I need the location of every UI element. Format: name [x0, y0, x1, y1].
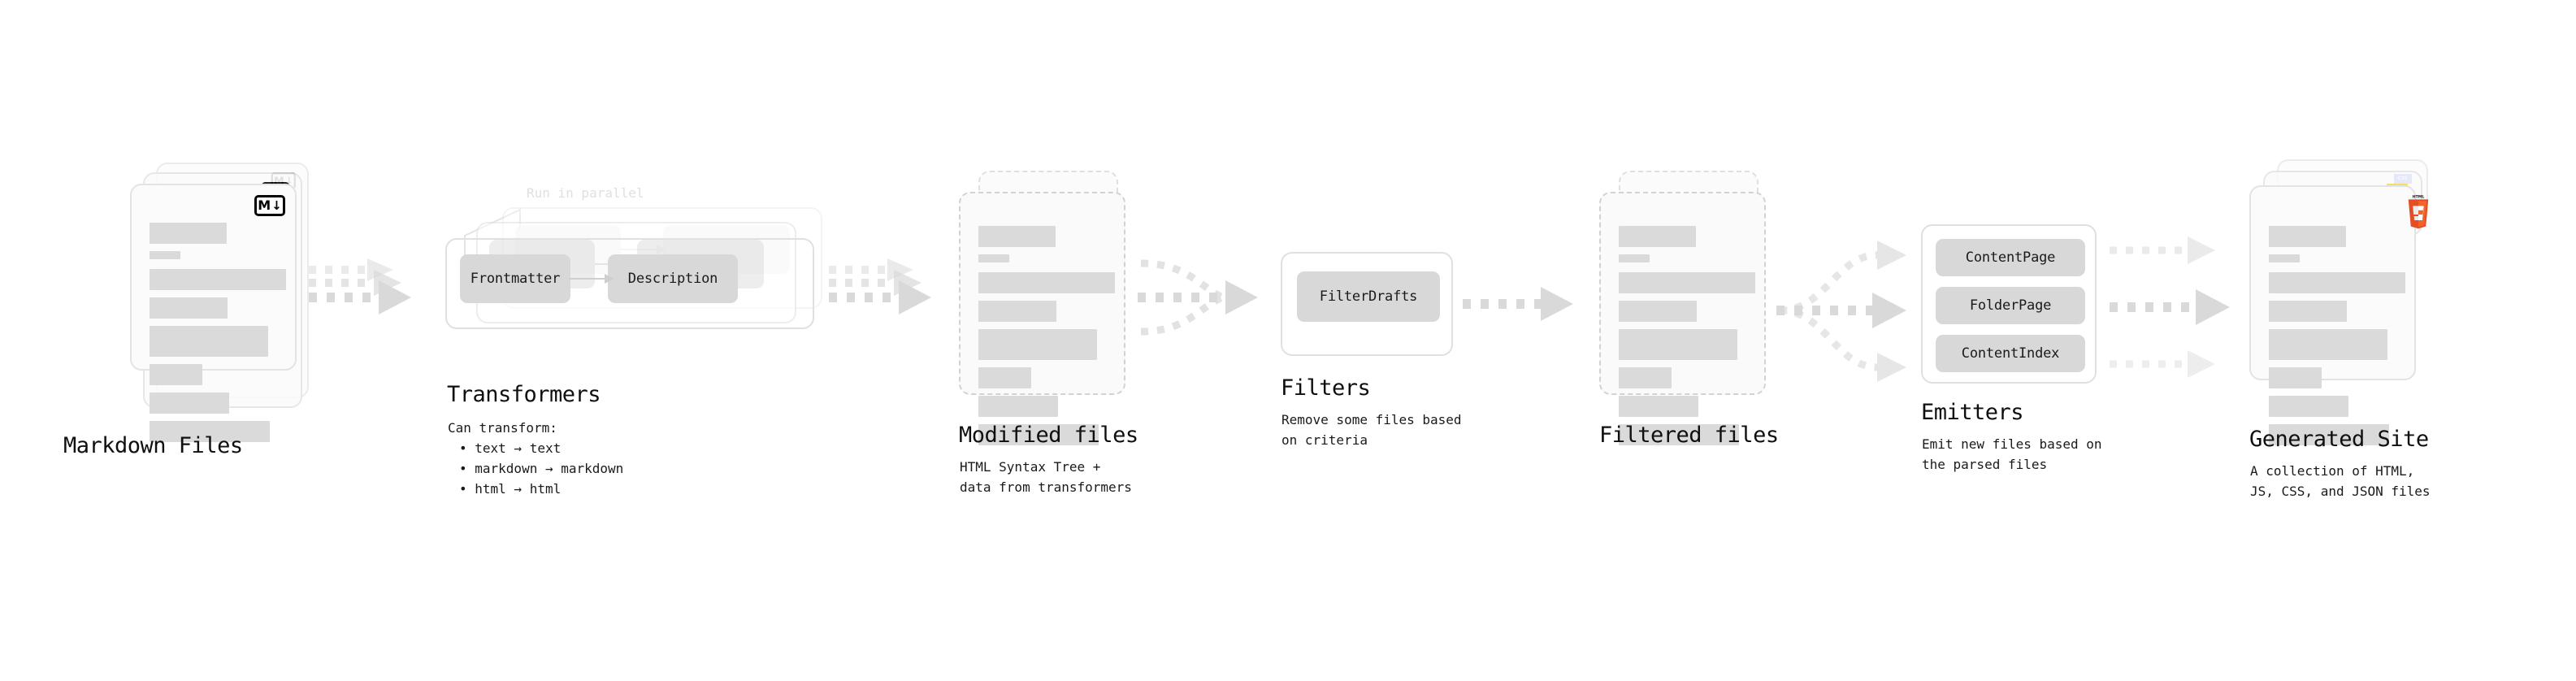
- content-bar: [2269, 226, 2346, 247]
- content-bar: [1619, 396, 1698, 417]
- markdown-card-front: M↓: [130, 184, 297, 442]
- content-bar: [2269, 396, 2348, 417]
- connector-modified-to-filters: [1138, 259, 1258, 336]
- content-bar: [2269, 301, 2347, 322]
- generated-site-stack: CSS HTML: [2249, 159, 2452, 445]
- modified-files-stack: [959, 171, 1146, 447]
- markdown-icon: M↓: [254, 195, 285, 216]
- content-bar: [2269, 424, 2389, 445]
- transformers-bullet-2: • html → html: [459, 480, 562, 497]
- connector-transformers-to-modified: [829, 258, 931, 314]
- transformer-chip-frontmatter[interactable]: Frontmatter: [460, 254, 570, 303]
- content-bar: [1619, 301, 1697, 322]
- content-bar: [978, 329, 1097, 360]
- connector-filtered-to-emitters: [1776, 241, 1906, 382]
- transformers-subtitle: Can transform:: [448, 420, 557, 436]
- modified-card-front: [959, 192, 1125, 445]
- content-bar: [1619, 367, 1672, 388]
- content-bar: [150, 421, 270, 442]
- emitters-chip-contentpage[interactable]: ContentPage: [1936, 239, 2085, 276]
- content-bar: [150, 251, 180, 259]
- filters-box: FilterDrafts: [1281, 252, 1453, 356]
- transformer-card-front: [445, 238, 814, 329]
- run-in-parallel-label: Run in parallel: [527, 185, 644, 201]
- content-bar: [2269, 329, 2387, 360]
- emitters-chip-contentindex-label: ContentIndex: [1961, 345, 2060, 362]
- transformers-title: Transformers: [447, 382, 601, 407]
- emitters-chip-contentpage-label: ContentPage: [1965, 249, 2056, 266]
- emitters-chip-contentindex[interactable]: ContentIndex: [1936, 335, 2085, 372]
- emitters-box: ContentPage FolderPage ContentIndex: [1921, 224, 2097, 384]
- transformer-inner-arrow: [569, 274, 614, 284]
- filters-chip-filterdrafts[interactable]: FilterDrafts: [1297, 271, 1440, 322]
- content-bar: [2269, 367, 2322, 388]
- content-bar: [978, 301, 1056, 322]
- filters-subtitle: Remove some files based on criteria: [1281, 412, 1462, 448]
- transformer-chip-description-label: Description: [627, 271, 718, 287]
- emitters-chip-folderpage[interactable]: FolderPage: [1936, 287, 2085, 324]
- content-bar: [150, 364, 202, 385]
- filters-title: Filters: [1281, 375, 1371, 401]
- markdown-content-lines: [150, 223, 286, 449]
- transformer-chip-frontmatter-label: Frontmatter: [470, 271, 561, 287]
- content-bar: [2269, 272, 2405, 293]
- content-bar: [150, 393, 229, 414]
- markdown-files-title: Markdown Files: [63, 433, 243, 458]
- markdown-files-stack: M↓ M↓ M↓: [130, 163, 325, 442]
- content-bar: [978, 396, 1058, 417]
- modified-files-subtitle: HTML Syntax Tree + data from transformer…: [960, 459, 1132, 495]
- transformers-bullet-0: • text → text: [459, 440, 562, 456]
- modified-files-title: Modified files: [959, 423, 1138, 448]
- content-bar: [978, 272, 1115, 293]
- filtered-content-lines: [1619, 226, 1755, 453]
- markdown-badge-letter: M: [258, 197, 271, 213]
- svg-text:HTML: HTML: [2413, 195, 2425, 200]
- emitters-subtitle: Emit new files based on the parsed files: [1922, 436, 2102, 472]
- content-bar: [978, 367, 1031, 388]
- site-content-lines: [2269, 226, 2405, 453]
- content-bar: [150, 269, 286, 290]
- content-bar: [1619, 254, 1650, 262]
- emitters-chip-folderpage-label: FolderPage: [1969, 297, 2052, 314]
- content-bar: [150, 297, 228, 319]
- content-bar: [150, 326, 268, 357]
- connector-markdown-to-transformers: [309, 258, 411, 314]
- filtered-files-title: Filtered files: [1599, 423, 1779, 448]
- content-bar: [150, 223, 227, 244]
- content-bar: [1619, 272, 1755, 293]
- emitters-title: Emitters: [1921, 400, 2024, 425]
- filtered-files-stack: [1599, 171, 1786, 447]
- connector-filters-to-filtered: [1463, 287, 1573, 321]
- content-bar: [1619, 424, 1739, 445]
- filters-chip-filterdrafts-label: FilterDrafts: [1319, 288, 1418, 305]
- content-bar: [1619, 226, 1696, 247]
- content-bar: [978, 424, 1099, 445]
- content-bar: [978, 254, 1009, 262]
- filtered-card-front: [1599, 192, 1766, 445]
- transformers-stack: Frontmatter Description: [445, 207, 835, 354]
- generated-site-subtitle: A collection of HTML, JS, CSS, and JSON …: [2250, 463, 2431, 499]
- connector-emitters-to-site: [2110, 236, 2230, 378]
- transformers-bullets: • text → text • markdown → markdown • ht…: [448, 439, 623, 499]
- content-bar: [1619, 329, 1737, 360]
- content-bar: [2269, 254, 2300, 262]
- transformer-chip-description[interactable]: Description: [608, 254, 738, 303]
- generated-site-title: Generated Site: [2249, 427, 2429, 452]
- content-bar: [978, 226, 1056, 247]
- transformers-bullet-1: • markdown → markdown: [459, 460, 624, 476]
- markdown-badge-arrow: ↓: [271, 197, 282, 213]
- site-card-front: HTML: [2249, 185, 2429, 445]
- modified-content-lines: [978, 226, 1115, 453]
